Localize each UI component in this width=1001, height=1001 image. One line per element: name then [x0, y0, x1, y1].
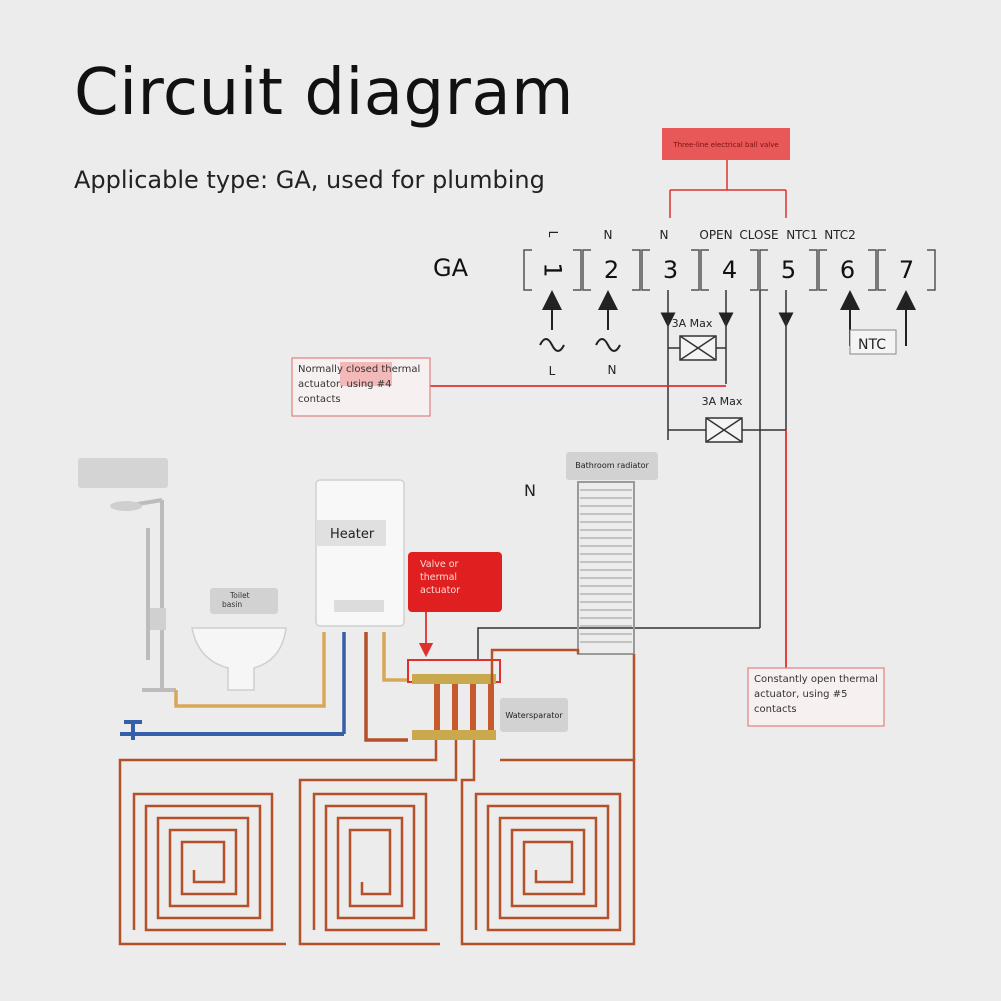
heater-panel	[334, 600, 384, 612]
heater-body	[315, 479, 405, 627]
ntc-box	[849, 329, 897, 355]
terminal-number-6: 6	[840, 256, 855, 284]
valve-callout-text-wrap: Valve or thermal actuator	[420, 559, 461, 596]
page-subtitle: Applicable type: GA, used for plumbing	[74, 166, 545, 194]
toilet-basin-box	[210, 588, 278, 614]
floor-heating-loops	[132, 792, 622, 932]
valve-callout-text: Valve or thermal actuator	[420, 559, 461, 596]
page-title: Circuit diagram	[74, 56, 574, 130]
terminal-label-3: N	[660, 228, 669, 242]
terminal-bracket	[641, 249, 700, 291]
terminal-4: 4	[700, 249, 759, 291]
terminal-top-labels: L N N OPEN CLOSE NTC1 NTC2	[546, 228, 856, 242]
shower-fixture	[125, 498, 176, 692]
terminal-bracket	[700, 249, 759, 291]
ball-valve-callout-box	[662, 128, 790, 160]
terminal-6: 6	[818, 249, 877, 291]
shower-head	[110, 501, 142, 511]
shower-label-box	[78, 458, 168, 488]
terminal-bracket	[523, 249, 582, 291]
terminal-bracket	[877, 249, 936, 291]
terminal-bracket	[818, 249, 877, 291]
nc-callout-text: Normally closed thermal actuator, using …	[298, 364, 421, 405]
relay-top	[660, 290, 734, 430]
terminal-5: 5	[759, 249, 818, 291]
manifold	[412, 674, 496, 740]
loop-feeds	[118, 648, 636, 946]
terminal-number-2: 2	[604, 256, 619, 284]
live-label: L	[549, 364, 556, 378]
terminal-block: 1 2 3 4 5 6 7	[523, 249, 936, 291]
floor-loop-2	[312, 792, 428, 932]
nc-callout-highlight	[340, 362, 392, 386]
terminal-7: 7	[877, 249, 936, 291]
terminal-number-5: 5	[781, 256, 796, 284]
terminal-label-5: CLOSE	[739, 228, 778, 242]
basin-shape	[191, 627, 287, 691]
wires-to-manifold	[477, 430, 760, 660]
radiator-label: Bathroom radiator	[575, 461, 649, 470]
relay-bottom	[668, 290, 794, 628]
terminal-number-7: 7	[899, 256, 914, 284]
terminal-1: 1	[523, 249, 582, 291]
signal-lines-red	[430, 385, 787, 668]
heater-label-box	[316, 520, 386, 546]
power-inputs	[539, 290, 621, 352]
ntc-label: NTC	[858, 337, 886, 353]
relay-top-rating: 3A Max	[672, 317, 713, 330]
radiator-bars	[580, 489, 632, 643]
terminal-bracket	[582, 249, 641, 291]
valve-callout-box	[408, 552, 502, 612]
ball-valve-callout-text: Three-line electrical ball valve	[672, 141, 778, 149]
radiator-label-box	[566, 452, 658, 480]
neutral-label: N	[524, 481, 536, 500]
floor-loop-1	[132, 792, 274, 932]
shower-shelf	[150, 608, 166, 630]
terminal-number-3: 3	[663, 256, 678, 284]
terminal-number-4: 4	[722, 256, 737, 284]
nc-callout-text-wrap: Normally closed thermal actuator, using …	[298, 364, 421, 405]
terminal-label-1: L	[546, 231, 560, 238]
floor-loop-3	[474, 792, 622, 932]
water-separator-label: Watersparator	[505, 711, 563, 720]
no-callout-text-wrap: Constantly open thermal actuator, using …	[754, 674, 878, 715]
terminal-3: 3	[641, 249, 700, 291]
heater-pipes	[174, 632, 408, 742]
neutral-power-label: N	[608, 363, 617, 377]
toilet-basin-label-line1: Toilet	[229, 591, 250, 600]
ball-valve-leads	[669, 160, 787, 218]
terminal-label-6: NTC1	[786, 228, 818, 242]
relay-bottom-rating: 3A Max	[702, 395, 743, 408]
terminal-2: 2	[582, 249, 641, 291]
no-callout-box	[747, 667, 885, 727]
radiator-frame	[577, 481, 635, 655]
toilet-basin-label-line2: basin	[222, 600, 242, 609]
no-callout-text: Constantly open thermal actuator, using …	[754, 674, 878, 715]
ga-label: GA	[433, 254, 469, 282]
heater-label: Heater	[330, 527, 375, 542]
cold-inlet-valve	[120, 720, 344, 740]
terminal-number-1: 1	[539, 262, 567, 277]
terminal-label-2: N	[604, 228, 613, 242]
terminal-bracket	[759, 249, 818, 291]
water-separator-box	[500, 698, 568, 732]
terminal-label-7: NTC2	[824, 228, 856, 242]
terminal-label-4: OPEN	[699, 228, 732, 242]
